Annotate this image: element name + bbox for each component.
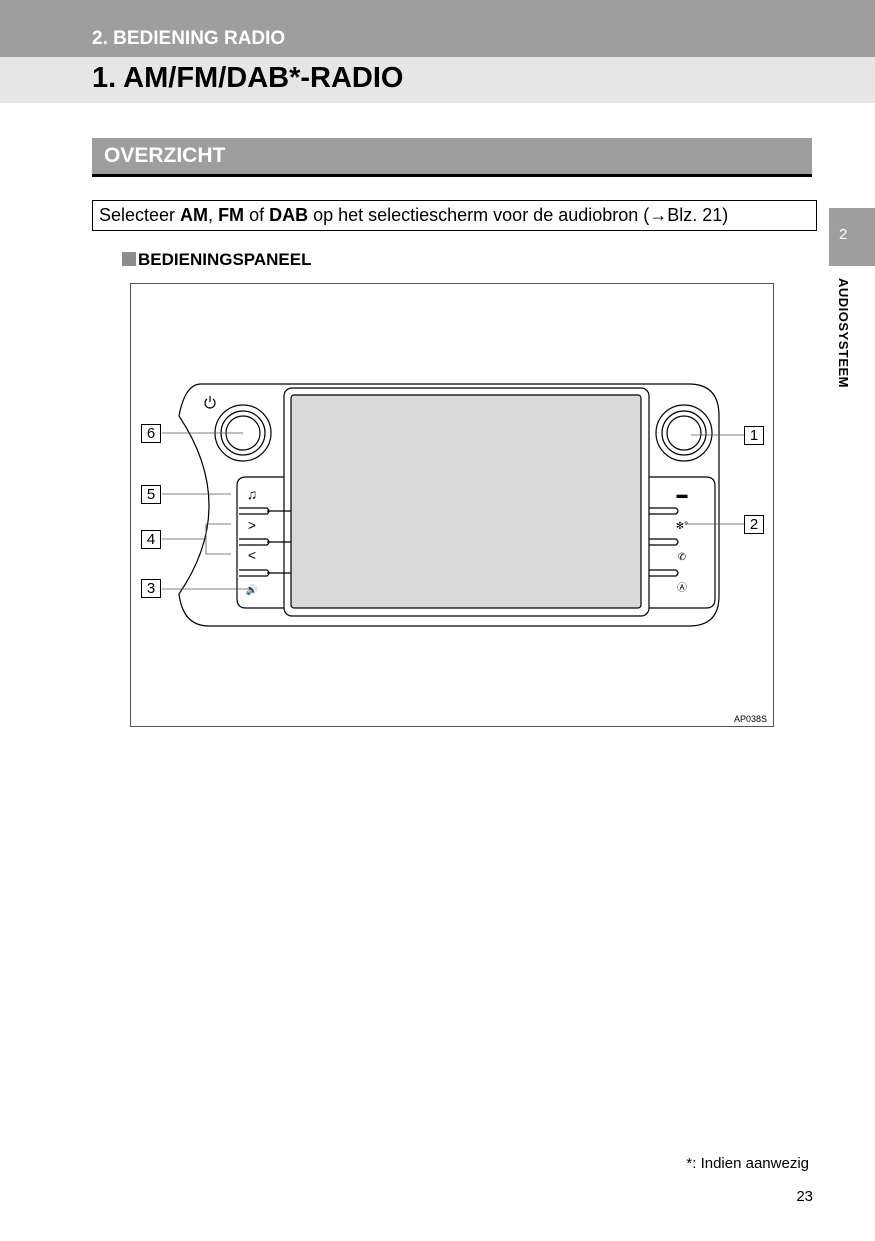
chapter-tab: 2: [829, 208, 875, 266]
control-panel-diagram: ♫ > < 🔊 ▬ ✻° ✆ Ⓐ: [162, 383, 744, 627]
left-button-group: [236, 476, 284, 609]
section-title: 2. BEDIENING RADIO: [92, 28, 286, 49]
screen: [290, 394, 642, 609]
speaker-icon: 🔊: [246, 583, 258, 596]
panel-heading-text: BEDIENINGSPANEEL: [138, 250, 312, 269]
right-button-group: [649, 476, 716, 609]
instruction-text: op het selectiescherm voor de audiobron …: [308, 205, 729, 225]
page-number: 23: [796, 1188, 813, 1205]
callout-5: 5: [141, 485, 161, 504]
instruction-text: ,: [208, 205, 219, 225]
chapter-number: 2: [839, 226, 848, 243]
callout-6: 6: [141, 424, 161, 443]
prev-button-label: <: [248, 547, 256, 563]
figure-code: AP038S: [733, 714, 767, 724]
overview-heading: OVERZICHT: [104, 144, 226, 167]
page-title: 1. AM/FM/DAB*-RADIO: [92, 62, 404, 94]
title-bar: [0, 57, 875, 103]
instruction-text: Selecteer: [99, 205, 181, 225]
footnote: *: Indien aanwezig: [686, 1155, 809, 1172]
next-button-label: >: [248, 517, 256, 533]
instruction-box: Selecteer AM, FM of DAB op het selecties…: [92, 200, 817, 231]
dab-label: DAB: [269, 205, 309, 225]
navigation-icon: Ⓐ: [677, 582, 687, 594]
callout-1: 1: [744, 426, 764, 445]
fm-label: FM: [218, 205, 245, 225]
power-icon: [204, 396, 216, 409]
callout-2: 2: [744, 515, 764, 534]
overview-heading-bar: OVERZICHT: [92, 138, 812, 177]
chapter-label: AUDIOSYSTEEM: [836, 278, 851, 389]
instruction-text: of: [244, 205, 270, 225]
panel-heading: BEDIENINGSPANEEL: [122, 250, 312, 270]
control-panel-figure: ♫ > < 🔊 ▬ ✻° ✆ Ⓐ 6 5 4 3 1 2 AP038S: [130, 283, 774, 727]
phone-icon: ✆: [678, 552, 686, 563]
climate-icon: ✻°: [676, 521, 688, 532]
panel-outline: [178, 383, 720, 627]
callout-3: 3: [141, 579, 161, 598]
screen-bezel: [283, 387, 650, 617]
callout-4: 4: [141, 530, 161, 549]
right-knob: [655, 404, 713, 462]
music-icon: ♫: [247, 486, 258, 502]
square-bullet-icon: [122, 252, 136, 266]
am-label: AM: [180, 205, 209, 225]
car-icon: ▬: [677, 489, 688, 501]
header-bar: [0, 0, 875, 57]
